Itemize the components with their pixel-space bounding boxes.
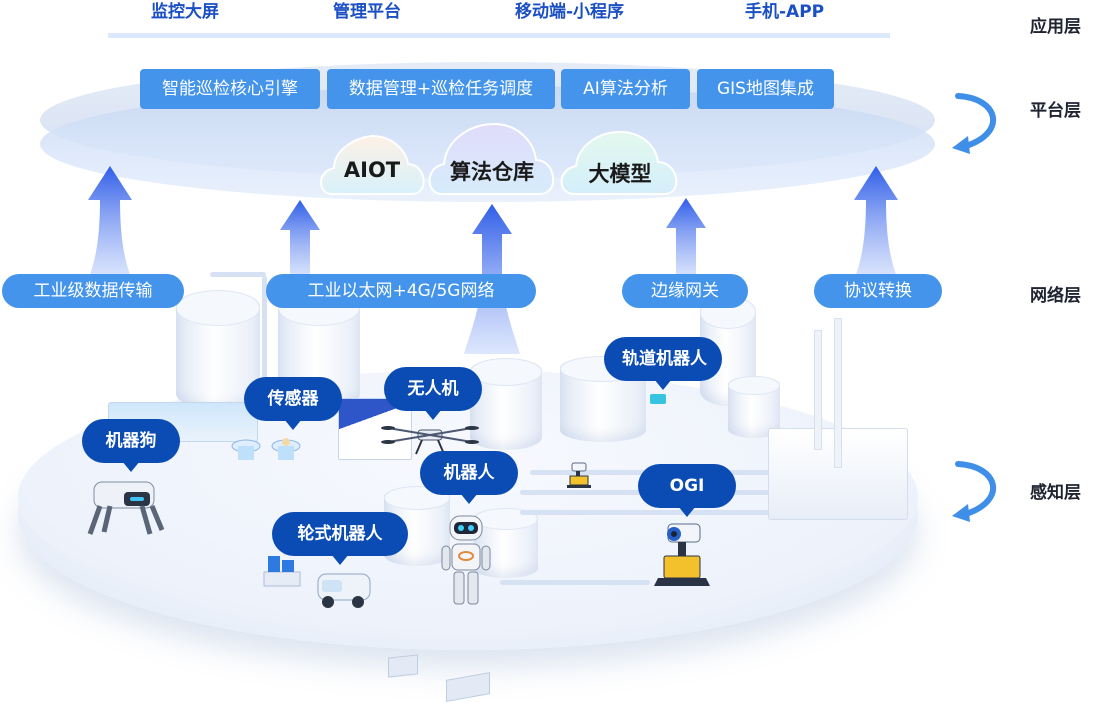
device-rail-robot[interactable]: 轨道机器人	[604, 337, 722, 381]
pipe	[500, 580, 650, 585]
floating-fragment	[388, 654, 418, 678]
cloud-shape-icon	[560, 130, 678, 195]
rail-robot-icon	[650, 394, 666, 404]
wind-turbine-tower	[814, 330, 822, 450]
device-robot-dog[interactable]: 机器狗	[82, 419, 180, 463]
network-edge-gateway[interactable]: 边缘网关	[622, 274, 748, 308]
module-data-task-scheduling[interactable]: 数据管理+巡检任务调度	[327, 69, 555, 109]
cloud-large-model[interactable]: 大模型	[556, 124, 684, 196]
layer-label-application: 应用层	[1030, 17, 1081, 37]
pipe	[210, 272, 266, 277]
floating-fragment	[446, 672, 490, 702]
ogi-camera-icon	[654, 523, 710, 586]
cloud-large-model-label: 大模型	[588, 162, 652, 186]
sensor-icon	[231, 438, 301, 460]
module-ai-analysis[interactable]: AI算法分析	[561, 69, 690, 109]
up-arrow-icon	[280, 200, 320, 280]
app-item-mini-program[interactable]: 移动端-小程序	[515, 2, 625, 22]
storage-tank	[470, 358, 542, 450]
app-item-monitor-screen[interactable]: 监控大屏	[151, 2, 219, 22]
up-arrow-icon	[854, 166, 898, 280]
layer-label-perception: 感知层	[1030, 483, 1081, 503]
application-layer-bar	[108, 33, 890, 38]
cloud-algorithm-warehouse[interactable]: 算法仓库	[424, 118, 560, 196]
network-protocol-conversion[interactable]: 协议转换	[814, 274, 942, 308]
device-ogi[interactable]: OGI	[638, 464, 736, 508]
pipe	[262, 276, 267, 396]
device-wheeled-robot[interactable]: 轮式机器人	[272, 512, 408, 556]
humanoid-robot-icon	[441, 515, 491, 605]
up-arrow-icon	[88, 166, 132, 280]
storage-tank	[728, 376, 780, 438]
device-robot[interactable]: 机器人	[420, 451, 518, 495]
app-item-management-platform[interactable]: 管理平台	[333, 2, 401, 22]
cloud-aiot-label: AIOT	[343, 158, 401, 182]
cloud-aiot[interactable]: AIOT	[314, 128, 430, 196]
network-ethernet-4g-5g[interactable]: 工业以太网+4G/5G网络	[266, 274, 536, 308]
up-arrow-icon	[666, 198, 706, 280]
curved-arrow-perception-icon	[952, 461, 997, 522]
robot-dog-icon	[87, 481, 165, 535]
layer-label-network: 网络层	[1030, 286, 1081, 306]
wheeled-robot-icon	[317, 573, 371, 608]
device-sensor[interactable]: 传感器	[244, 377, 342, 421]
pipe	[520, 510, 780, 515]
cloud-shape-icon	[428, 122, 555, 195]
wind-turbine-tower	[834, 318, 842, 468]
curved-arrow-platform-icon	[952, 93, 997, 154]
network-industrial-data-transmission[interactable]: 工业级数据传输	[2, 274, 184, 308]
device-drone[interactable]: 无人机	[384, 367, 482, 411]
cloud-shape-icon	[320, 134, 425, 195]
ogi-camera-small-icon	[567, 462, 591, 488]
app-item-mobile-app[interactable]: 手机-APP	[745, 2, 825, 22]
module-inspection-engine[interactable]: 智能巡检核心引擎	[140, 69, 320, 109]
drone-icon	[381, 426, 479, 455]
module-gis-map[interactable]: GIS地图集成	[697, 69, 834, 109]
equipment-boxes-icon	[263, 556, 301, 587]
storage-tank	[176, 290, 260, 410]
layer-label-platform: 平台层	[1030, 101, 1081, 121]
cloud-algorithm-warehouse-label: 算法仓库	[450, 160, 534, 184]
